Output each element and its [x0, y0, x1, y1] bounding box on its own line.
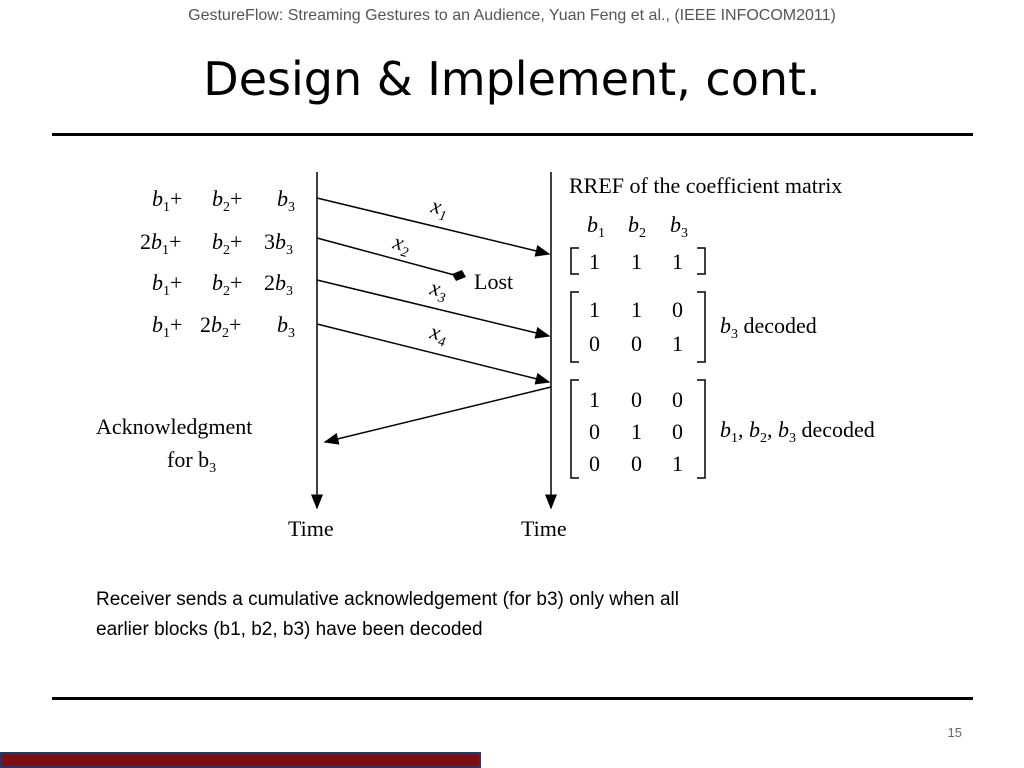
matrix-3-decoded-label: b1, b2, b3 decoded	[720, 417, 875, 446]
svg-text:1: 1	[631, 249, 642, 274]
caption-line-2: earlier blocks (b1, b2, b3) have been de…	[96, 619, 483, 640]
svg-text:0: 0	[631, 387, 642, 412]
time-label-receiver: Time	[521, 516, 567, 541]
sender-block-1: b1+ b2+ b3	[152, 186, 295, 215]
sender-block-2: 2b1+ b2+ 3b3	[140, 229, 293, 258]
packet-x3-arrow	[316, 279, 551, 339]
svg-text:0: 0	[589, 451, 600, 476]
lost-marker	[452, 270, 466, 281]
svg-text:b3: b3	[277, 186, 295, 215]
slide-title: Design & Implement, cont.	[203, 52, 821, 106]
matrix-column-headers: b1 b2 b3	[587, 212, 688, 241]
rref-title: RREF of the coefficient matrix	[569, 173, 842, 198]
packet-x2-label: x2	[389, 228, 414, 261]
packet-x3-label: x3	[426, 274, 450, 306]
page-number: 15	[947, 725, 962, 740]
svg-text:1: 1	[589, 249, 600, 274]
sender-block-3: b1+ b2+ 2b3	[152, 270, 293, 299]
packet-x1-arrow	[316, 197, 551, 257]
packet-x4-arrow	[316, 323, 551, 385]
lost-label: Lost	[474, 269, 513, 294]
matrix-1: 1 1 1	[570, 247, 706, 275]
bottom-divider	[52, 697, 973, 700]
svg-text:b2: b2	[628, 212, 646, 241]
svg-text:0: 0	[631, 451, 642, 476]
packet-x4-label: x4	[426, 318, 450, 350]
network-coding-diagram: b1+ b2+ b3 2b1+ b2+ 3b3 b1+ b2+ 2b3 b1+ …	[80, 160, 960, 550]
top-divider	[52, 133, 973, 136]
svg-text:2b1+: 2b1+	[140, 229, 181, 258]
svg-text:2b2+: 2b2+	[200, 312, 241, 341]
footer-bar	[0, 752, 481, 768]
svg-text:1: 1	[631, 419, 642, 444]
svg-text:1: 1	[631, 297, 642, 322]
svg-text:1: 1	[589, 387, 600, 412]
packet-x2-arrow	[316, 237, 459, 277]
svg-text:0: 0	[672, 387, 683, 412]
svg-text:1: 1	[672, 451, 683, 476]
svg-text:0: 0	[672, 297, 683, 322]
svg-text:1: 1	[589, 297, 600, 322]
matrix-3: 1 0 0 0 1 0 0 0 1	[570, 379, 706, 479]
svg-text:1: 1	[672, 331, 683, 356]
svg-text:b3: b3	[277, 312, 295, 341]
ack-label-line2: for b3	[167, 447, 216, 476]
svg-text:b1: b1	[587, 212, 605, 241]
svg-text:b1+: b1+	[152, 312, 182, 341]
time-label-sender: Time	[288, 516, 334, 541]
svg-text:b2+: b2+	[212, 229, 242, 258]
ack-arrow	[323, 386, 552, 445]
svg-text:b2+: b2+	[212, 186, 242, 215]
svg-text:3b3: 3b3	[264, 229, 293, 258]
svg-text:b3: b3	[670, 212, 688, 241]
svg-text:b1+: b1+	[152, 186, 182, 215]
slide-header: GestureFlow: Streaming Gestures to an Au…	[188, 7, 836, 24]
ack-label-line1: Acknowledgment	[96, 414, 252, 439]
svg-text:2b3: 2b3	[264, 270, 293, 299]
packet-x1-label: x1	[427, 192, 451, 224]
caption-line-1: Receiver sends a cumulative acknowledgem…	[96, 589, 679, 610]
matrix-2-decoded-label: b3 decoded	[720, 313, 817, 342]
svg-text:1: 1	[672, 249, 683, 274]
svg-text:0: 0	[631, 331, 642, 356]
svg-text:b2+: b2+	[212, 270, 242, 299]
svg-text:b1+: b1+	[152, 270, 182, 299]
matrix-2: 1 1 0 0 0 1	[570, 291, 706, 363]
svg-text:0: 0	[672, 419, 683, 444]
slide-caption: Receiver sends a cumulative acknowledgem…	[96, 585, 836, 645]
svg-text:0: 0	[589, 419, 600, 444]
sender-block-4: b1+ 2b2+ b3	[152, 312, 295, 341]
svg-text:0: 0	[589, 331, 600, 356]
